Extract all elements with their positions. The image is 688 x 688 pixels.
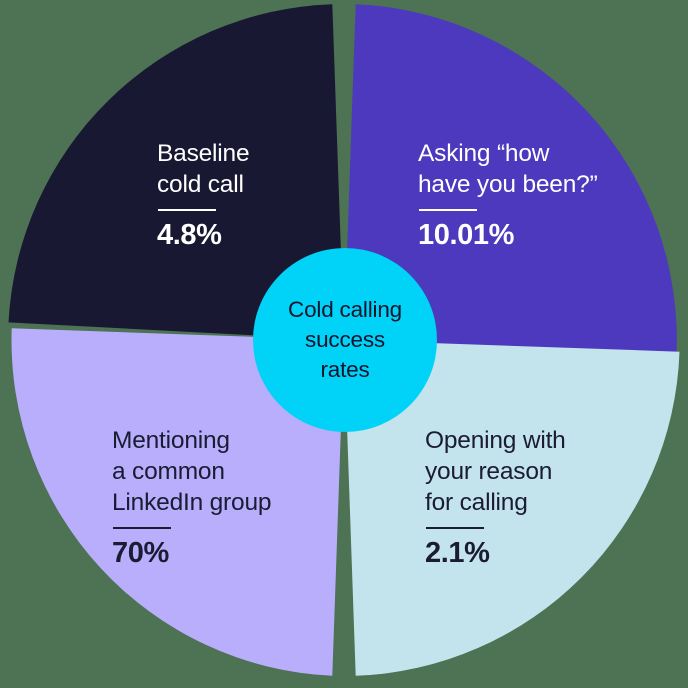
slice-value-mentioning: 70% — [112, 537, 169, 569]
slice-divider-asking — [419, 209, 477, 211]
slice-label-baseline: Baseline cold call 4.8% — [157, 138, 347, 252]
slice-label-asking: Asking “how have you been?” 10.01% — [418, 138, 648, 252]
slice-divider-baseline — [158, 209, 216, 211]
slice-divider-mentioning — [113, 527, 171, 529]
slice-divider-opening — [426, 527, 484, 529]
slice-value-opening: 2.1% — [425, 537, 490, 569]
pie-slice-baseline[interactable] — [8, 4, 345, 340]
slice-title-baseline: Baseline cold call — [157, 140, 250, 198]
pie-slice-opening[interactable] — [344, 340, 680, 676]
slice-label-opening: Opening with your reason for calling 2.1… — [425, 425, 635, 570]
slice-value-baseline: 4.8% — [157, 219, 222, 251]
center-hub-label: Cold calling success rates — [288, 297, 402, 382]
slice-title-asking: Asking “how have you been?” — [418, 140, 598, 198]
slice-title-mentioning: Mentioning a common LinkedIn group — [112, 427, 272, 516]
center-hub: Cold calling success rates — [253, 248, 437, 432]
slice-label-mentioning: Mentioning a common LinkedIn group 70% — [112, 425, 332, 570]
slice-value-asking: 10.01% — [418, 219, 514, 251]
slice-title-opening: Opening with your reason for calling — [425, 427, 566, 516]
pie-slice-mentioning[interactable] — [11, 328, 344, 676]
pie-slice-asking[interactable] — [344, 4, 677, 358]
